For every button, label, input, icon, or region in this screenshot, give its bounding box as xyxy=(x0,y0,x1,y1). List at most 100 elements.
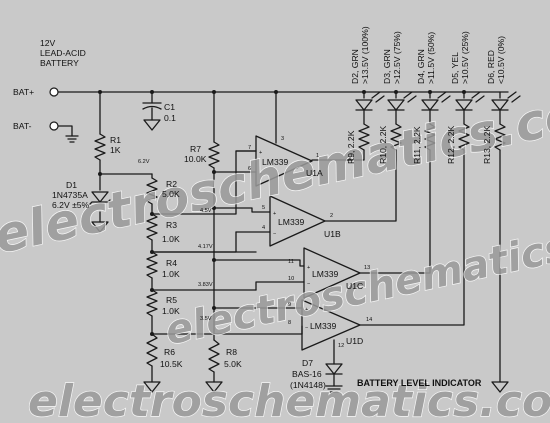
led-d3-line1: D3, GRN xyxy=(382,49,392,84)
battery-label-line3: BATTERY xyxy=(40,58,79,68)
r8-ref: R8 xyxy=(226,347,237,357)
r8-value: 5.0K xyxy=(224,359,242,369)
terminal-bat-minus[interactable] xyxy=(49,121,59,131)
c1-ref: C1 xyxy=(164,102,175,112)
led-d4-line1: D4, GRN xyxy=(416,49,426,84)
r7-value: 10.0K xyxy=(184,154,207,164)
u1a-pin-minus: 6 xyxy=(248,166,251,172)
u1c-pin-minus: 10 xyxy=(288,276,294,282)
d1-rating: 6.2V ±5% xyxy=(52,200,90,210)
u1a-pin-out: 1 xyxy=(316,153,319,159)
d7-alt: (1N4148) xyxy=(290,380,326,390)
r7-ref: R7 xyxy=(190,144,201,154)
led-symbols xyxy=(355,91,521,125)
terminal-bat-minus-label: BAT- xyxy=(13,121,32,131)
u1c-pin-out: 13 xyxy=(364,265,370,271)
u1d-pin-plus: 9 xyxy=(288,302,291,308)
svg-text:+: + xyxy=(259,150,262,156)
r3-symbol xyxy=(146,213,158,241)
resistor-symbols xyxy=(94,123,506,373)
watermark-text-2: electroschematics.com xyxy=(161,202,550,355)
labels: 12V LEAD-ACID BATTERY BAT+ BAT- C1 0.1 R… xyxy=(13,26,506,390)
r12-symbol xyxy=(458,123,470,151)
node-3v83: 3.83V xyxy=(198,282,213,288)
u1a-pin-vcc: 3 xyxy=(281,136,284,142)
r2-symbol xyxy=(146,177,158,205)
u1d-pin-out: 14 xyxy=(366,317,372,323)
node-3v5: 3.5V xyxy=(200,316,212,322)
led-d3-symbol xyxy=(387,91,417,125)
r11-label: R11, 2.2K xyxy=(412,126,422,164)
node-4v17: 4.17V xyxy=(198,244,213,250)
u1c-name: U1C xyxy=(346,281,363,291)
r6-symbol xyxy=(146,333,158,367)
r10-symbol xyxy=(390,123,402,151)
terminal-bat-plus[interactable] xyxy=(49,87,59,97)
d1-part: 1N4735A xyxy=(52,190,88,200)
u1d-pin-gnd: 12 xyxy=(338,343,344,349)
r13-symbol xyxy=(494,123,506,151)
r10-label: R10, 2.2K xyxy=(378,126,388,164)
u1a-part: LM339 xyxy=(262,157,288,167)
r6-value: 10.5K xyxy=(160,359,183,369)
led-d6-symbol xyxy=(491,91,521,125)
u1b-pin-out: 2 xyxy=(330,213,333,219)
schematic-title: BATTERY LEVEL INDICATOR xyxy=(357,378,482,388)
r13-label: R13, 2.2K xyxy=(482,126,492,164)
u1d-part: LM339 xyxy=(310,321,336,331)
svg-text:+: + xyxy=(307,265,310,271)
led-d6-line1: D6, RED xyxy=(486,50,496,84)
r7-symbol xyxy=(208,141,220,169)
d1-ref: D1 xyxy=(66,180,77,190)
watermark-text-3: electroschematics.com xyxy=(28,376,550,423)
r5-ref: R5 xyxy=(166,295,177,305)
r8-symbol xyxy=(208,339,220,373)
zener-d1-symbol xyxy=(89,191,111,205)
svg-text:−: − xyxy=(307,281,310,287)
led-d2-line1: D2, GRN xyxy=(350,49,360,84)
r3-value: 1.0K xyxy=(162,234,180,244)
c1-value: 0.1 xyxy=(164,113,176,123)
r6-ref: R6 xyxy=(164,347,175,357)
u1d-name: U1D xyxy=(346,336,363,346)
r1-value: 1K xyxy=(110,145,121,155)
led-d5-line1: D5, YEL xyxy=(450,52,460,84)
terminal-bat-plus-label: BAT+ xyxy=(13,87,34,97)
r9-label: R9, 2.2K xyxy=(346,130,356,164)
u1d-pin-minus: 8 xyxy=(288,320,291,326)
comparator-u1d-symbol xyxy=(301,299,361,351)
comparator-u1c-symbol xyxy=(303,247,361,299)
u1c-pin-plus: 11 xyxy=(288,259,294,265)
battery-label-line1: 12V xyxy=(40,38,56,48)
watermark-layer: electroschematics.com electroschematics.… xyxy=(0,73,550,423)
u1b-pin-minus: 4 xyxy=(262,225,265,231)
u1c-part: LM339 xyxy=(312,269,338,279)
r9-symbol xyxy=(358,123,370,151)
wiring xyxy=(57,91,509,393)
r5-value: 1.0K xyxy=(162,306,180,316)
svg-text:+: + xyxy=(273,211,276,217)
node-6v2: 6.2V xyxy=(138,159,150,165)
comparator-u1a-symbol xyxy=(255,135,313,187)
node-4v5: 4.5V xyxy=(200,208,212,214)
r5-symbol xyxy=(146,289,158,317)
led-d5-symbol xyxy=(455,91,485,125)
svg-text:−: − xyxy=(259,171,262,177)
r4-ref: R4 xyxy=(166,258,177,268)
r1-symbol xyxy=(94,133,106,161)
junctions xyxy=(98,90,466,336)
r1-ref: R1 xyxy=(110,135,121,145)
battery-label-line2: LEAD-ACID xyxy=(40,48,86,58)
r2-value: 5.0K xyxy=(162,189,180,199)
u1a-pin-plus: 7 xyxy=(248,145,251,151)
led-d2-symbol xyxy=(355,91,385,125)
d7-part: BAS-16 xyxy=(292,369,322,379)
led-d2-line2: >13.5V (100%) xyxy=(360,26,370,84)
u1b-pin-plus: 5 xyxy=(262,205,265,211)
u1b-part: LM339 xyxy=(278,217,304,227)
svg-text:−: − xyxy=(305,325,308,331)
comparators: +− +− +− +− xyxy=(255,135,361,351)
d7-ref: D7 xyxy=(302,358,313,368)
led-d4-symbol xyxy=(421,91,451,125)
